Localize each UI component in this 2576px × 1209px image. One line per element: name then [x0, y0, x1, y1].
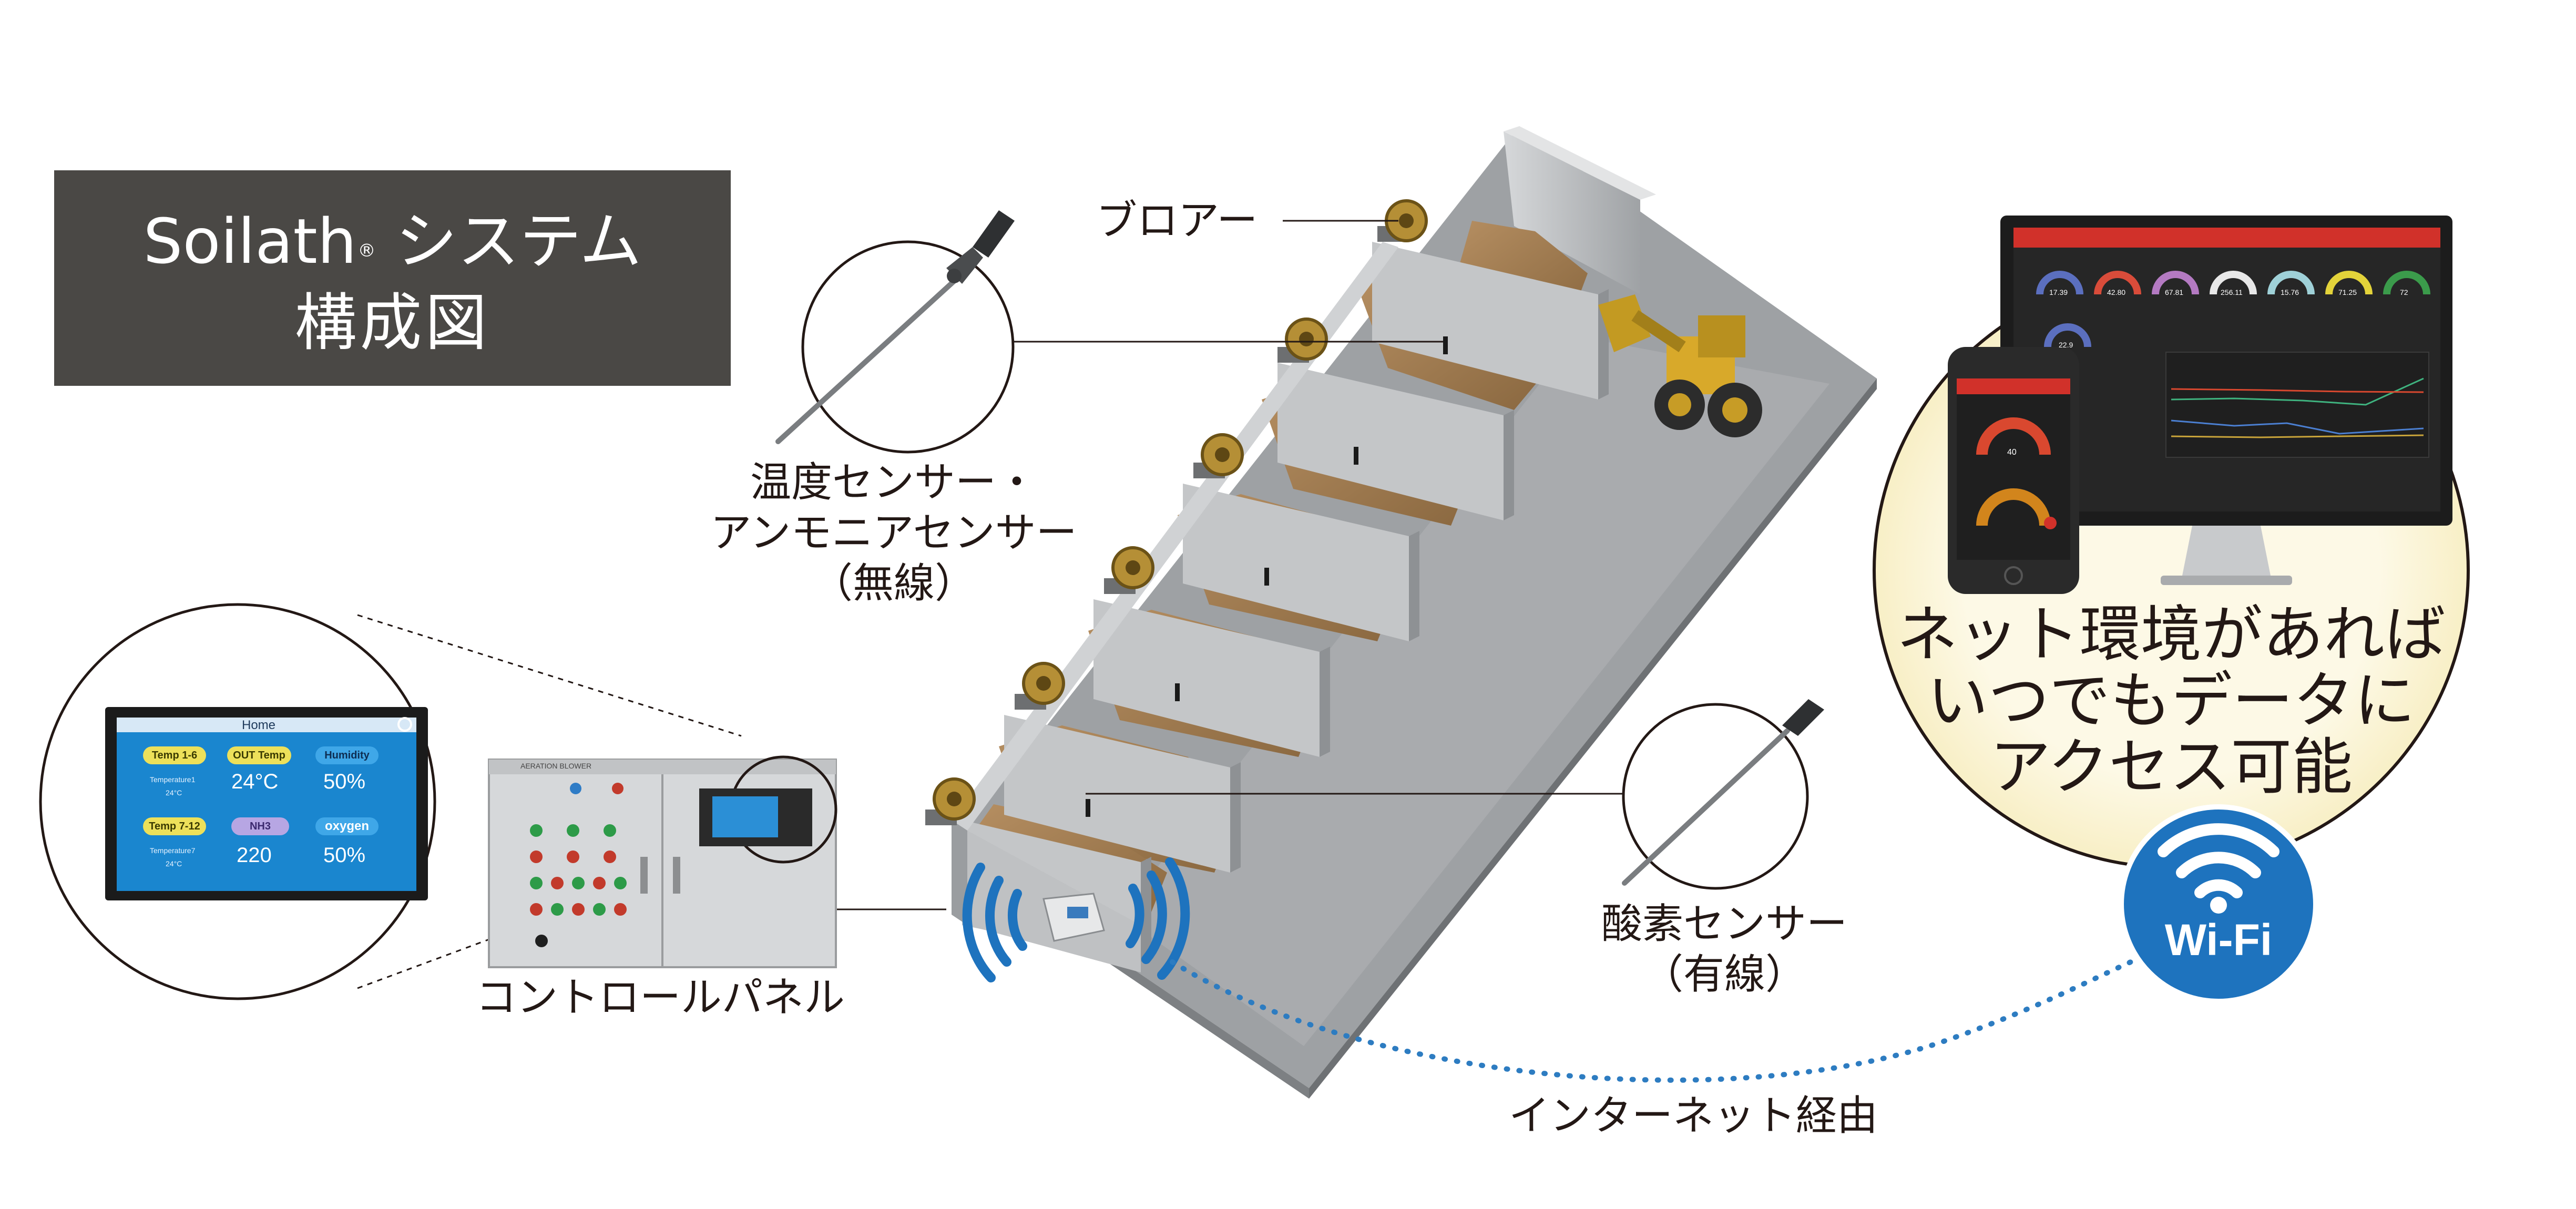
wireless-sensor-markers — [1086, 336, 1448, 817]
hmi-value-out-temp: 24°C — [231, 770, 279, 793]
loader-vehicle-icon — [1598, 294, 1762, 437]
gauge-value: 42.80 — [2107, 288, 2126, 296]
blower-icon — [1193, 433, 1244, 478]
brand-name: Soilath — [143, 205, 357, 278]
gauge-value: 72 — [2400, 288, 2408, 296]
temp-sensor-label-line3: （無線） — [811, 560, 976, 607]
hmi-value-oxygen: 50% — [323, 844, 366, 867]
hmi-caption-temp7: Temperature7 — [150, 846, 196, 855]
temperature-probe-icon — [1622, 699, 1824, 886]
wifi-icon — [2158, 823, 2279, 898]
monitor-line-chart — [2165, 352, 2429, 458]
title-line-1: Soilath® システム — [54, 207, 731, 275]
hmi-small-value-temp7: 24°C — [166, 859, 182, 868]
desktop-monitor — [2000, 216, 2452, 585]
hmi-title: Home — [242, 718, 276, 732]
control-panel-cabinet — [488, 755, 837, 968]
hmi-pill-temp-1-6[interactable]: Temp 1-6 — [143, 746, 206, 764]
blower-icon — [1277, 317, 1328, 363]
hmi-caption-temp1: Temperature1 — [150, 775, 196, 784]
hmi-small-value-temp1: 24°C — [166, 788, 182, 797]
hmi-pill-temp-7-12[interactable]: Temp 7-12 — [143, 817, 206, 835]
diagram-title-box: Soilath® システム 構成図 — [54, 170, 731, 386]
monitor-gauges — [2036, 271, 2430, 347]
data-access-message: ネット環境があれば いつでもデータに アクセス可能 — [1877, 602, 2466, 801]
gauge-value: 67.81 — [2165, 288, 2184, 296]
wireless-transmitter-unit — [1042, 893, 1105, 942]
phone-gauge-value: 40 — [2007, 448, 2017, 457]
leader-lines — [836, 220, 1630, 910]
gear-icon — [397, 717, 412, 732]
control-panel-label: コントロールパネル — [476, 974, 845, 1021]
composting-facility — [925, 126, 1877, 1099]
panel-buttons — [530, 783, 627, 947]
hmi-value-nh3: 220 — [237, 844, 272, 867]
smartphone — [1948, 347, 2079, 594]
panel-nameplate: AERATION BLOWER — [520, 762, 592, 770]
temp-ammonia-sensor-label: 温度センサー・ アンモニアセンサー （無線） — [631, 457, 1157, 609]
registered-mark: ® — [357, 240, 376, 261]
hmi-value-humidity: 50% — [323, 770, 366, 793]
temp-sensor-label-line2: アンモニアセンサー — [710, 509, 1077, 557]
gauge-value: 256.11 — [2221, 288, 2243, 296]
blower-label: ブロアー — [1096, 197, 1258, 244]
temperature-probe-icon — [775, 210, 1015, 444]
temp-sensor-label-line1: 温度センサー・ — [750, 459, 1037, 506]
oxygen-sensor-callout — [1622, 699, 1824, 890]
blower-icon — [1015, 662, 1065, 710]
gauge-value: 71.25 — [2338, 288, 2357, 296]
bubble-line-1: ネット環境があれば — [1897, 599, 2446, 670]
wifi-label: Wi-Fi — [2164, 915, 2273, 965]
hmi-pill-oxygen[interactable]: oxygen — [315, 817, 379, 835]
blower-icon — [1377, 199, 1428, 242]
temp-ammonia-sensor-callout — [775, 210, 1015, 454]
internet-label: インターネット経由 — [1509, 1092, 1878, 1140]
hmi-pill-out-temp[interactable]: OUT Temp — [227, 746, 291, 764]
hmi-pill-humidity[interactable]: Humidity — [315, 746, 379, 764]
title-suffix: システム — [375, 205, 642, 278]
gauge-value: 22.9 — [2059, 341, 2073, 349]
facility-back-wall — [1504, 131, 1640, 294]
wifi-badge — [2119, 804, 2318, 1004]
oxygen-label-line1: 酸素センサー — [1601, 900, 1847, 948]
bubble-line-2: いつでもデータに — [1927, 665, 2415, 736]
oxygen-sensor-label: 酸素センサー （有線） — [1540, 899, 1908, 1000]
blowers — [925, 199, 1428, 825]
blower-icon — [1104, 546, 1154, 594]
title-line-2: 構成図 — [294, 286, 490, 359]
bubble-line-3: アクセス可能 — [1989, 732, 2353, 803]
gauge-value: 15.76 — [2281, 288, 2299, 296]
blower-icon — [925, 777, 976, 825]
oxygen-label-line2: （有線） — [1642, 951, 1806, 998]
gauge-value: 17.39 — [2049, 288, 2068, 296]
hmi-pill-nh3[interactable]: NH3 — [231, 817, 289, 835]
